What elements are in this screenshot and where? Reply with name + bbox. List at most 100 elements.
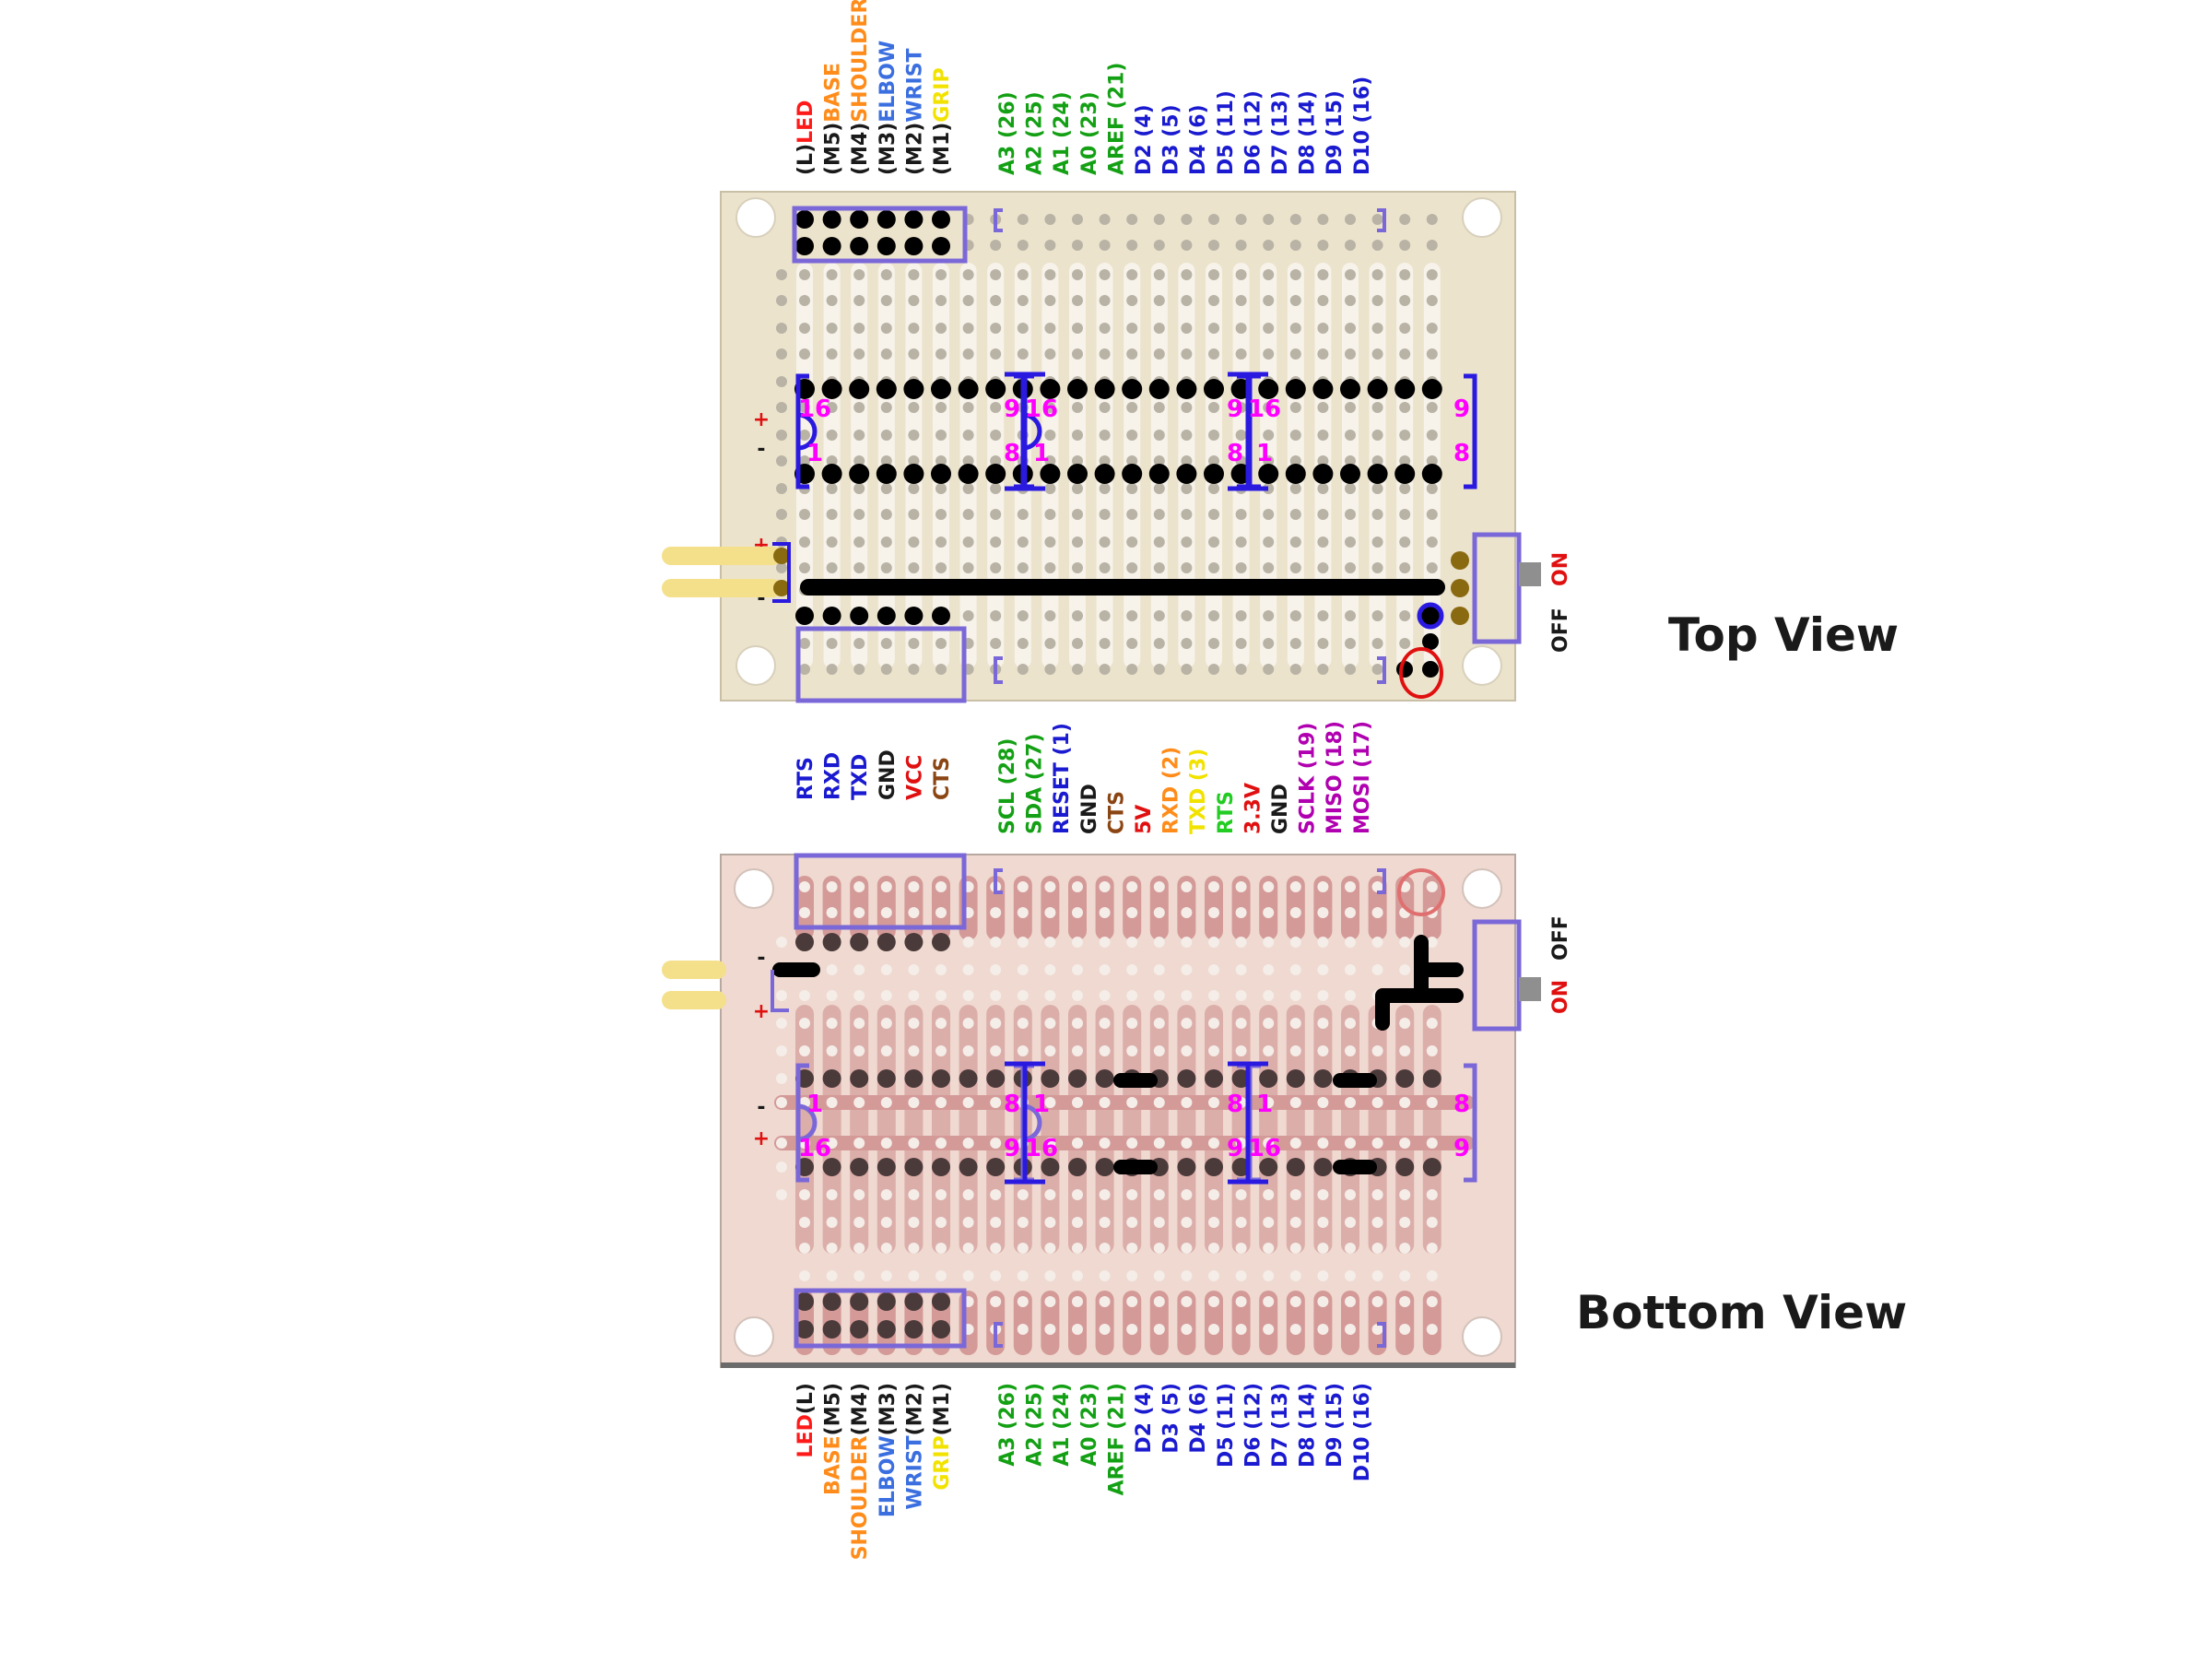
- top-hole: [1399, 295, 1411, 306]
- bottom-hole: [1371, 1270, 1383, 1281]
- top-hole: [1263, 269, 1275, 280]
- bottom-hole: [1099, 1189, 1111, 1200]
- bottom-solder: [850, 1320, 869, 1339]
- bottom-hole: [826, 1189, 838, 1200]
- bottom-hole: [908, 964, 920, 975]
- bottom-hole: [1317, 1324, 1329, 1335]
- top-power-bracket: [772, 542, 791, 603]
- top-hole: [1289, 430, 1301, 441]
- top-ic-pin: [1148, 379, 1170, 399]
- bottom-hole: [1017, 1018, 1029, 1029]
- top-hole: [1017, 240, 1029, 251]
- bottom-copper-strip: [1286, 1291, 1305, 1355]
- bottom-hole: [1208, 1097, 1219, 1108]
- top-hole: [1153, 455, 1165, 466]
- bottom-hole: [853, 1138, 865, 1149]
- top-switch-pin: [1451, 551, 1469, 570]
- bottom-hole: [1289, 1217, 1301, 1228]
- bottom-hole: [1072, 1217, 1083, 1228]
- bottom-header-label: ELBOW(M3): [877, 1383, 900, 1517]
- top-hole: [990, 509, 1002, 520]
- top-hole: [1235, 638, 1247, 649]
- bottom-hole: [1017, 937, 1029, 948]
- top-hole: [799, 638, 810, 649]
- top-header-outline: [792, 206, 968, 264]
- bottom-hole: [826, 1018, 838, 1029]
- bottom-hole: [1126, 1045, 1138, 1056]
- bottom-solder: [877, 1320, 896, 1339]
- top-hole: [1345, 455, 1356, 466]
- board-label: 5V: [1133, 805, 1156, 834]
- bottom-hole: [1345, 1045, 1356, 1056]
- bottom-hole: [1399, 1324, 1411, 1335]
- top-switch-pin: [1451, 607, 1469, 625]
- top-pin-label: A2 (25): [1024, 91, 1047, 175]
- bottom-hole: [880, 1243, 892, 1254]
- bottom-hole: [1072, 1324, 1083, 1335]
- bottom-hole: [826, 1217, 838, 1228]
- top-pin-number: 1: [1033, 440, 1050, 467]
- top-ic-pin: [1258, 464, 1279, 484]
- top-switch-on: ON: [1549, 552, 1572, 586]
- top-hole: [908, 402, 920, 413]
- top-hole: [1289, 638, 1301, 649]
- bottom-hole: [1017, 964, 1029, 975]
- bottom-hole: [1289, 1045, 1301, 1056]
- bottom-hole: [1317, 1097, 1329, 1108]
- top-ic-pin: [1094, 464, 1115, 484]
- bottom-solder: [877, 1292, 896, 1311]
- bottom-rail-hole: [776, 1097, 787, 1108]
- top-hole: [1153, 214, 1165, 225]
- top-hole: [880, 430, 892, 441]
- bottom-copper-strip: [1395, 1005, 1415, 1254]
- top-hole: [908, 509, 920, 520]
- top-hole: [1263, 638, 1275, 649]
- bottom-trace: [1113, 1073, 1158, 1088]
- bottom-hole: [1017, 1243, 1029, 1254]
- top-hole: [1099, 562, 1111, 573]
- top-hole: [1126, 562, 1138, 573]
- bottom-hole: [1208, 937, 1219, 948]
- top-hole: [935, 295, 947, 306]
- bottom-hole: [1371, 881, 1383, 892]
- top-ic-pin: [1122, 379, 1143, 399]
- top-hole: [799, 664, 810, 675]
- top-mount-hole: [1462, 645, 1502, 686]
- bottom-hole: [1426, 937, 1438, 948]
- bottom-hole: [935, 1097, 947, 1108]
- bottom-hole: [880, 907, 892, 918]
- top-hole: [990, 430, 1002, 441]
- top-pin-label: D5 (11): [1215, 90, 1238, 175]
- bottom-hole: [1371, 1138, 1383, 1149]
- bottom-hole: [1044, 1217, 1056, 1228]
- top-hole: [1017, 537, 1029, 548]
- top-hole: [1072, 240, 1083, 251]
- top-switch-off: OFF: [1549, 607, 1572, 653]
- serial-label: TXD: [849, 754, 872, 800]
- top-hole: [1317, 269, 1329, 280]
- bottom-rail-hole: [776, 1073, 787, 1084]
- top-header-pin: [795, 210, 814, 229]
- top-hole: [799, 269, 810, 280]
- top-hole: [799, 323, 810, 334]
- top-header-pin: [822, 210, 841, 229]
- bottom-hole: [880, 1217, 892, 1228]
- bottom-hole: [1181, 1018, 1193, 1029]
- bottom-ic-1-notch: [797, 1103, 818, 1142]
- top-hole: [1317, 240, 1329, 251]
- top-hole: [1208, 455, 1219, 466]
- top-hole: [1099, 483, 1111, 494]
- bottom-solder: [1313, 1069, 1333, 1088]
- bottom-hole: [853, 1270, 865, 1281]
- top-mount-hole: [735, 645, 776, 686]
- bottom-hole: [1017, 1189, 1029, 1200]
- top-hole: [1181, 240, 1193, 251]
- top-ic-pin: [1094, 379, 1115, 399]
- top-hole: [1044, 269, 1056, 280]
- bottom-solder: [1259, 1158, 1278, 1176]
- top-pin-number: 8: [1227, 440, 1243, 467]
- top-hole: [962, 537, 974, 548]
- bottom-hole: [935, 1270, 947, 1281]
- bottom-hole: [1099, 990, 1111, 1001]
- top-hole: [1072, 348, 1083, 360]
